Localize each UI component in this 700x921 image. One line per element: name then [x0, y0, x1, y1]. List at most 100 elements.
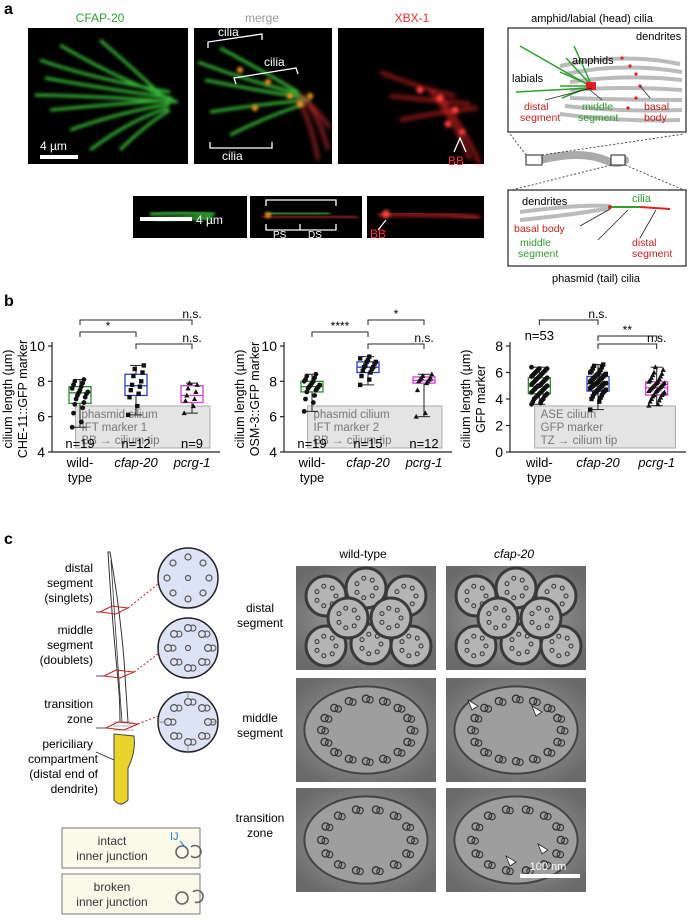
- doublet-a: [553, 737, 562, 747]
- doublet-a: [378, 754, 388, 764]
- doublet-a: [521, 805, 531, 814]
- y-tick-label: 0: [495, 444, 503, 460]
- microtubule: [369, 593, 375, 599]
- cilia-label-bottom: cilia: [222, 149, 243, 163]
- y-axis-label-line: CHE-11::GFP marker: [16, 340, 30, 458]
- microtubule: [406, 653, 412, 659]
- data-point: [427, 375, 434, 380]
- doublet-a: [494, 696, 504, 706]
- data-point: [190, 403, 196, 409]
- data-point: [368, 370, 373, 375]
- microtubule: [511, 575, 517, 581]
- distal-segment-label: DS: [308, 230, 322, 241]
- doublet-b: [324, 739, 333, 747]
- panel-c-label: c: [4, 531, 13, 548]
- y-axis-label-line: cilium length (µm): [1, 350, 15, 449]
- doublet-b: [349, 698, 357, 706]
- em-image-0-1: [446, 566, 586, 670]
- data-point: [429, 371, 435, 377]
- micrograph-tail-merge: [250, 196, 362, 238]
- doublet-a: [402, 849, 411, 858]
- em-row-middle-line-2: segment: [237, 726, 284, 740]
- schematic-tz-line-2: zone: [67, 712, 93, 726]
- doublet-b: [321, 727, 329, 735]
- y-tick-label: 8: [495, 338, 503, 354]
- doublet-a: [361, 694, 371, 704]
- doublet-a: [556, 725, 566, 735]
- doublet-a: [361, 756, 371, 766]
- data-point: [303, 396, 308, 402]
- data-point: [588, 407, 593, 412]
- doublet-b: [557, 715, 566, 723]
- doublet-b: [547, 705, 556, 713]
- cilium-schematic: [98, 547, 219, 805]
- data-point: [655, 378, 661, 384]
- microtubule: [354, 581, 360, 587]
- iqr-box: [180, 385, 204, 404]
- data-point: [81, 377, 87, 382]
- data-point: [132, 366, 137, 372]
- microtubule: [409, 585, 415, 591]
- data-point: [590, 394, 595, 399]
- microtubule: [568, 643, 574, 649]
- arrowhead-icon: [537, 843, 549, 855]
- x-category-label-line2: type: [68, 470, 93, 485]
- group-n-label: n=19: [65, 436, 94, 451]
- cilium-membrane: [303, 685, 429, 775]
- data-point: [599, 392, 605, 398]
- significance-bracket: [597, 343, 658, 349]
- data-point: [78, 419, 84, 425]
- em-image-grid: [296, 566, 586, 892]
- cilia-label-tail-schematic: cilia: [632, 193, 652, 205]
- doublet-a: [316, 835, 326, 845]
- y-axis-label: cilium length (µm)OSM-3::GFP marker: [233, 342, 262, 456]
- info-box-line: BB → cilium tip: [314, 435, 392, 447]
- doublet-a: [483, 811, 493, 820]
- schematic-distal-line-3: (singlets): [44, 591, 93, 605]
- doublet-b: [376, 806, 384, 815]
- data-point: [365, 357, 371, 363]
- head-basal-line-1: basal: [644, 101, 669, 113]
- head-cilia-schematic: [507, 27, 687, 133]
- doublet-a: [552, 849, 561, 858]
- y-tick-label: 4: [37, 444, 45, 460]
- microtubule: [509, 645, 515, 651]
- doublet-a: [511, 694, 521, 704]
- group-n-label: n=12: [121, 436, 150, 451]
- doublet-a: [330, 703, 339, 713]
- info-box-line: IFT marker 1: [82, 422, 148, 434]
- data-point: [655, 401, 661, 407]
- data-point: [137, 384, 143, 389]
- dendrites-label-tail: dendrites: [522, 196, 568, 208]
- microtubule: [544, 607, 550, 613]
- doublet-b: [544, 861, 552, 870]
- em-row-tz-line-1: transition: [236, 811, 285, 825]
- microtubule: [551, 583, 557, 589]
- microtubule: [544, 589, 550, 595]
- doublet-b: [356, 867, 364, 876]
- doublet-b: [506, 867, 514, 876]
- microtubule: [418, 643, 424, 649]
- microtubule: [374, 649, 380, 655]
- microtubule: [479, 585, 485, 591]
- worm-outline: [509, 133, 685, 191]
- y-tick-label: 6: [37, 409, 45, 425]
- em-scale-bar-label: 100 nm: [530, 861, 567, 873]
- data-point: [129, 382, 135, 388]
- schematic-distal-line-1: distal: [65, 561, 93, 575]
- doublet-b: [334, 749, 343, 757]
- data-point: [182, 397, 189, 403]
- data-point: [194, 382, 200, 387]
- info-box-line: IFT marker 2: [314, 422, 380, 434]
- x-category-label: pcrg-1: [173, 455, 211, 470]
- data-point: [420, 373, 426, 379]
- head-middle-line-1: middle: [582, 101, 613, 113]
- microtubule: [528, 641, 534, 647]
- cilium-membrane: [303, 795, 429, 885]
- schematic-middle-line-2: segment: [47, 638, 94, 652]
- microtubule: [333, 593, 339, 599]
- microtubule: [329, 651, 335, 657]
